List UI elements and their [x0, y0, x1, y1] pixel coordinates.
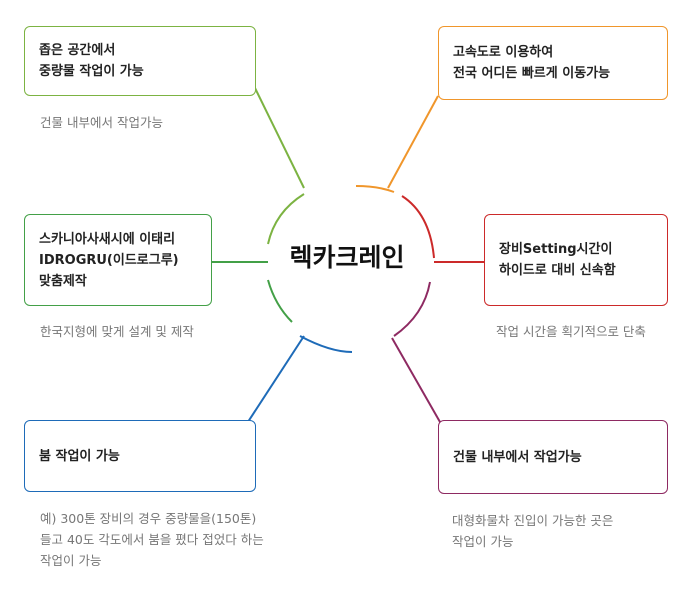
node-note-mid-left: 한국지형에 맞게 설계 및 제작 [40, 321, 194, 342]
node-text: 스카니아사새시에 이태리 [39, 231, 176, 247]
node-text: 중량물 작업이 가능 [39, 64, 144, 79]
node-text: 좁은 공간에서 [39, 43, 116, 58]
arc-bottom-left [299, 335, 353, 353]
node-text: 고속도로 이용하여 [453, 45, 554, 60]
node-note-top-left: 건물 내부에서 작업가능 [40, 112, 163, 133]
node-box-mid-left: 스카니아사새시에 이태리 IDROGRU(이드로그루) 맞춤제작 [24, 214, 212, 306]
node-box-mid-right: 장비Setting시간이 하이드로 대비 신속함 [484, 214, 668, 306]
link-bottom-right [391, 337, 441, 423]
note-line: 한국지형에 맞게 설계 및 제작 [40, 324, 194, 339]
note-line: 작업이 가능 [40, 553, 102, 568]
node-box-bottom-right: 건물 내부에서 작업가능 [438, 420, 668, 494]
node-note-bottom-right: 대형화물차 진입이 가능한 곳은 작업이 가능 [452, 510, 613, 552]
note-line: 작업이 가능 [452, 534, 514, 549]
node-text: 붐 작업이 가능 [39, 448, 120, 464]
node-note-mid-right: 작업 시간을 획기적으로 단축 [496, 321, 646, 342]
note-line: 대형화물차 진입이 가능한 곳은 [452, 513, 614, 528]
node-text: 건물 내부에서 작업가능 [453, 449, 582, 465]
center-title: 렉카크레인 [289, 243, 405, 272]
arc-mid-left [267, 279, 293, 323]
link-bottom-left [243, 335, 305, 429]
node-box-top-right: 고속도로 이용하여 전국 어디든 빠르게 이동가능 [438, 26, 668, 100]
arc-top-right [355, 185, 395, 193]
node-text: 장비Setting시간이 [499, 242, 613, 257]
arc-mid-right [401, 195, 435, 259]
link-top-right [387, 95, 439, 189]
node-box-bottom-left: 붐 작업이 가능 [24, 420, 256, 492]
node-text: 하이드로 대비 신속함 [499, 263, 616, 278]
node-text: IDROGRU(이드로그루) [39, 252, 179, 268]
note-line: 작업 시간을 획기적으로 단축 [496, 324, 646, 339]
node-note-bottom-left: 예) 300톤 장비의 경우 중량물을(150톤) 들고 40도 각도에서 붐을… [40, 508, 264, 571]
node-text: 전국 어디든 빠르게 이동가능 [453, 66, 611, 81]
note-line: 건물 내부에서 작업가능 [40, 115, 163, 130]
arc-top-left [267, 193, 305, 245]
node-text: 맞춤제작 [39, 273, 87, 289]
node-box-top-left: 좁은 공간에서 중량물 작업이 가능 [24, 26, 256, 96]
note-line: 예) 300톤 장비의 경우 중량물을(150톤) [40, 511, 257, 526]
link-top-left [254, 87, 305, 189]
arc-bottom-right [393, 281, 431, 337]
note-line: 들고 40도 각도에서 붐을 폈다 접었다 하는 [40, 532, 264, 547]
